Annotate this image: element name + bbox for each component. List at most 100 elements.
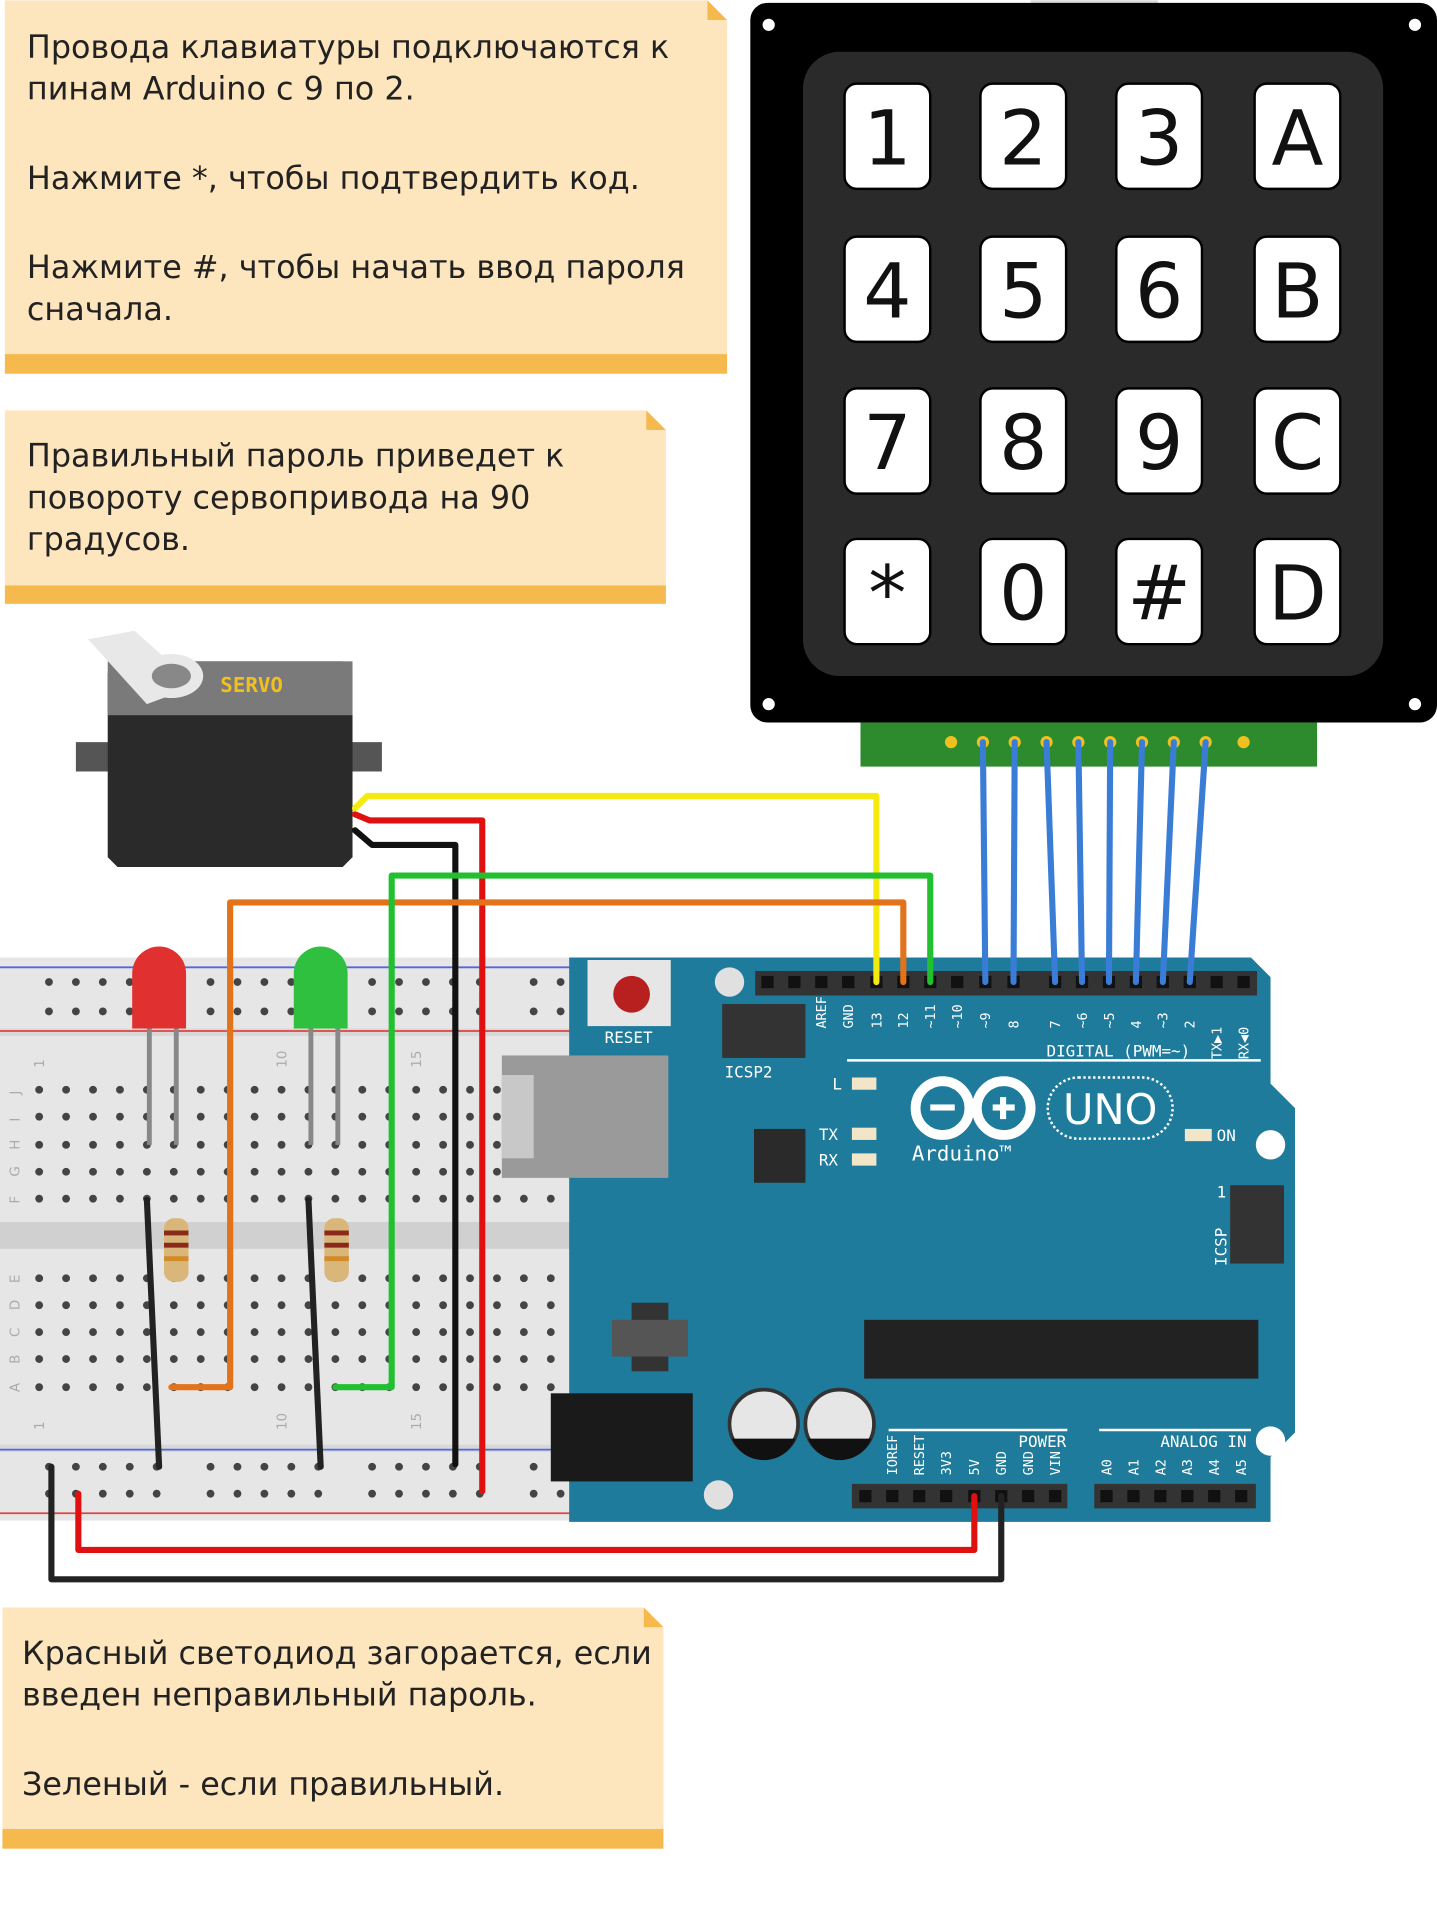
breadboard-hole[interactable] (358, 1328, 367, 1337)
breadboard-rail-hole[interactable] (98, 1462, 107, 1471)
breadboard-rail-hole[interactable] (287, 1489, 296, 1498)
breadboard-hole[interactable] (62, 1383, 71, 1392)
breadboard-hole[interactable] (277, 1328, 286, 1337)
header-pin[interactable] (913, 1490, 926, 1503)
breadboard-hole[interactable] (304, 1355, 313, 1363)
breadboard-rail-hole[interactable] (71, 1007, 80, 1016)
header-pin[interactable] (761, 975, 774, 989)
breadboard-hole[interactable] (116, 1274, 124, 1283)
breadboard-hole[interactable] (89, 1274, 97, 1283)
breadboard-hole[interactable] (466, 1274, 474, 1283)
breadboard-hole[interactable] (466, 1194, 474, 1203)
header-pin[interactable] (951, 975, 964, 989)
header-pin[interactable] (859, 1490, 872, 1503)
breadboard-hole[interactable] (250, 1301, 259, 1310)
breadboard-rail-hole[interactable] (529, 978, 538, 986)
breadboard-rail-hole[interactable] (422, 1007, 430, 1016)
breadboard-hole[interactable] (89, 1328, 97, 1337)
breadboard-hole[interactable] (493, 1274, 501, 1283)
breadboard-hole[interactable] (250, 1355, 259, 1363)
breadboard-hole[interactable] (196, 1085, 205, 1094)
breadboard-rail-hole[interactable] (125, 1462, 134, 1471)
keypad-key[interactable]: B (1253, 235, 1342, 344)
breadboard-rail-hole[interactable] (556, 1007, 565, 1016)
breadboard-hole[interactable] (466, 1112, 474, 1121)
breadboard-hole[interactable] (331, 1301, 340, 1310)
breadboard-rail-hole[interactable] (233, 1007, 242, 1016)
breadboard-hole[interactable] (412, 1112, 421, 1121)
breadboard-hole[interactable] (304, 1383, 313, 1392)
breadboard-hole[interactable] (250, 1085, 259, 1094)
keypad-key[interactable]: 4 (843, 235, 932, 344)
breadboard-rail-hole[interactable] (556, 978, 565, 986)
breadboard-hole[interactable] (196, 1274, 205, 1283)
breadboard-hole[interactable] (439, 1383, 448, 1392)
breadboard-hole[interactable] (277, 1383, 286, 1392)
breadboard-rail-hole[interactable] (125, 978, 134, 986)
breadboard-hole[interactable] (304, 1328, 313, 1337)
breadboard-hole[interactable] (493, 1140, 501, 1149)
breadboard-hole[interactable] (62, 1355, 71, 1363)
breadboard-rail-hole[interactable] (395, 1462, 403, 1471)
breadboard-hole[interactable] (196, 1167, 205, 1176)
breadboard-hole[interactable] (89, 1140, 97, 1149)
breadboard-hole[interactable] (546, 1301, 555, 1310)
breadboard-rail-hole[interactable] (368, 1489, 377, 1498)
breadboard-hole[interactable] (89, 1112, 97, 1121)
breadboard-hole[interactable] (412, 1140, 421, 1149)
breadboard-hole[interactable] (116, 1355, 124, 1363)
breadboard-rail-hole[interactable] (395, 1007, 403, 1016)
breadboard-hole[interactable] (169, 1301, 178, 1310)
keypad-key[interactable]: 3 (1115, 82, 1204, 191)
breadboard-hole[interactable] (196, 1301, 205, 1310)
breadboard-rail-hole[interactable] (422, 978, 430, 986)
breadboard-rail-hole[interactable] (314, 1489, 323, 1498)
breadboard-hole[interactable] (358, 1194, 367, 1203)
keypad-key[interactable]: * (843, 537, 932, 646)
header-pin[interactable] (1022, 1490, 1035, 1503)
breadboard-hole[interactable] (466, 1328, 474, 1337)
breadboard-rail-hole[interactable] (395, 1489, 403, 1498)
breadboard-hole[interactable] (89, 1167, 97, 1176)
keypad-key[interactable]: 0 (979, 537, 1068, 646)
breadboard-hole[interactable] (412, 1355, 421, 1363)
breadboard-rail-hole[interactable] (422, 1489, 430, 1498)
breadboard-hole[interactable] (439, 1355, 448, 1363)
keypad-key[interactable]: A (1253, 82, 1342, 191)
breadboard-rail-hole[interactable] (233, 1489, 242, 1498)
breadboard-hole[interactable] (116, 1194, 124, 1203)
breadboard-hole[interactable] (277, 1112, 286, 1121)
breadboard-hole[interactable] (439, 1328, 448, 1337)
header-pin[interactable] (1127, 1490, 1140, 1503)
breadboard-hole[interactable] (169, 1328, 178, 1337)
keypad-key[interactable]: 8 (979, 387, 1068, 495)
header-pin[interactable] (1235, 1490, 1248, 1503)
breadboard-hole[interactable] (35, 1112, 44, 1121)
breadboard-hole[interactable] (493, 1328, 501, 1337)
breadboard-hole[interactable] (116, 1301, 124, 1310)
breadboard-rail-hole[interactable] (98, 1007, 107, 1016)
breadboard-hole[interactable] (142, 1167, 151, 1176)
breadboard-hole[interactable] (35, 1383, 44, 1392)
breadboard-hole[interactable] (493, 1112, 501, 1121)
breadboard-hole[interactable] (439, 1274, 448, 1283)
breadboard-rail-hole[interactable] (125, 1489, 134, 1498)
breadboard-hole[interactable] (358, 1085, 367, 1094)
header-pin[interactable] (842, 975, 855, 989)
breadboard-hole[interactable] (89, 1194, 97, 1203)
keypad-key[interactable]: 5 (979, 235, 1068, 344)
breadboard-hole[interactable] (116, 1383, 124, 1392)
breadboard-hole[interactable] (277, 1355, 286, 1363)
breadboard-rail-hole[interactable] (260, 1462, 269, 1471)
breadboard-hole[interactable] (35, 1167, 44, 1176)
breadboard-hole[interactable] (546, 1383, 555, 1392)
breadboard-hole[interactable] (466, 1140, 474, 1149)
breadboard-hole[interactable] (116, 1112, 124, 1121)
breadboard-rail-hole[interactable] (422, 1462, 430, 1471)
breadboard-hole[interactable] (493, 1194, 501, 1203)
breadboard-hole[interactable] (412, 1301, 421, 1310)
breadboard-hole[interactable] (412, 1194, 421, 1203)
breadboard-hole[interactable] (277, 1167, 286, 1176)
breadboard-hole[interactable] (519, 1383, 528, 1392)
breadboard-hole[interactable] (89, 1355, 97, 1363)
